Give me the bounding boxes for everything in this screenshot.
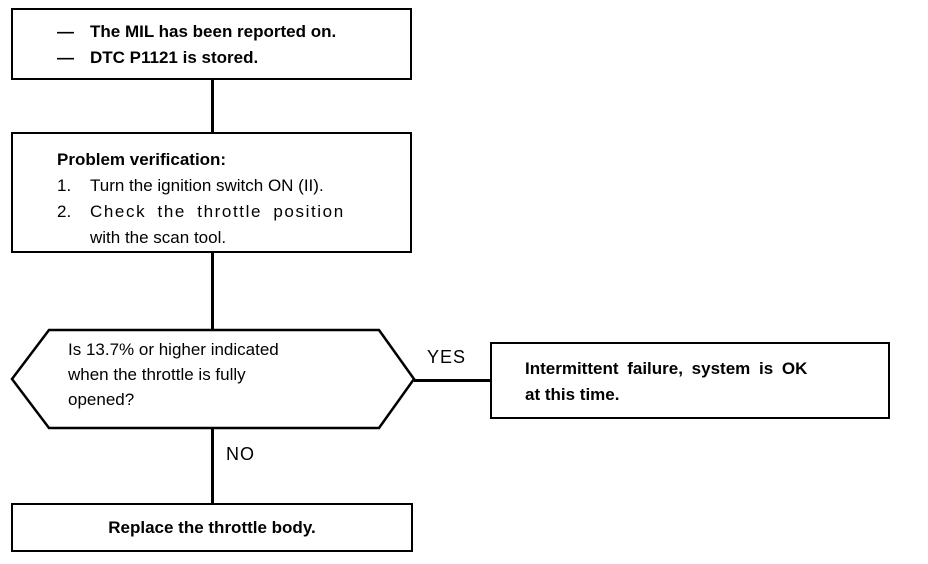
intermittent-line-1: Intermittent failure, system is OK <box>525 359 808 378</box>
intermittent-line-2: at this time. <box>525 385 620 404</box>
symptom-text-1: The MIL has been reported on. <box>90 22 337 41</box>
decision-line-1: Is 13.7% or higher indicated <box>68 340 279 359</box>
connector-yes-branch <box>414 379 490 382</box>
decision-line-3: opened? <box>68 390 135 409</box>
connector-symptom-to-verification <box>211 80 214 134</box>
connector-no-branch <box>211 429 214 504</box>
symptom-line: — The MIL has been reported on. <box>57 19 400 45</box>
verification-step-2: 2. Check the throttle position with the … <box>57 199 400 251</box>
intermittent-box: Intermittent failure, system is OK at th… <box>490 342 890 419</box>
step-text-line-1: Check the throttle position <box>90 202 345 221</box>
decision-text: Is 13.7% or higher indicated when the th… <box>68 337 378 412</box>
step-number: 2. <box>57 202 72 221</box>
dash-bullet: — <box>57 48 74 67</box>
step-number: 1. <box>57 176 72 195</box>
step-text: Turn the ignition switch ON (II). <box>90 176 324 195</box>
step-text: Check the throttle position with the sca… <box>90 199 345 251</box>
no-label: NO <box>226 444 255 464</box>
decision-hexagon: Is 13.7% or higher indicated when the th… <box>10 328 416 430</box>
yes-label: YES <box>427 347 467 367</box>
dash-bullet: — <box>57 22 74 41</box>
verification-step-1: 1. Turn the ignition switch ON (II). <box>57 173 400 199</box>
verification-box: Problem verification: 1. Turn the igniti… <box>11 132 412 253</box>
replace-text: Replace the throttle body. <box>108 517 316 537</box>
decision-line-2: when the throttle is fully <box>68 365 246 384</box>
replace-box: Replace the throttle body. <box>11 503 413 552</box>
step-text-line-2: with the scan tool. <box>90 228 227 247</box>
symptom-line: — DTC P1121 is stored. <box>57 45 400 71</box>
verification-heading: Problem verification: <box>57 150 227 169</box>
symptom-text-2: DTC P1121 is stored. <box>90 48 259 67</box>
symptom-box: — The MIL has been reported on. — DTC P1… <box>11 8 412 80</box>
connector-verification-to-decision <box>211 253 214 330</box>
